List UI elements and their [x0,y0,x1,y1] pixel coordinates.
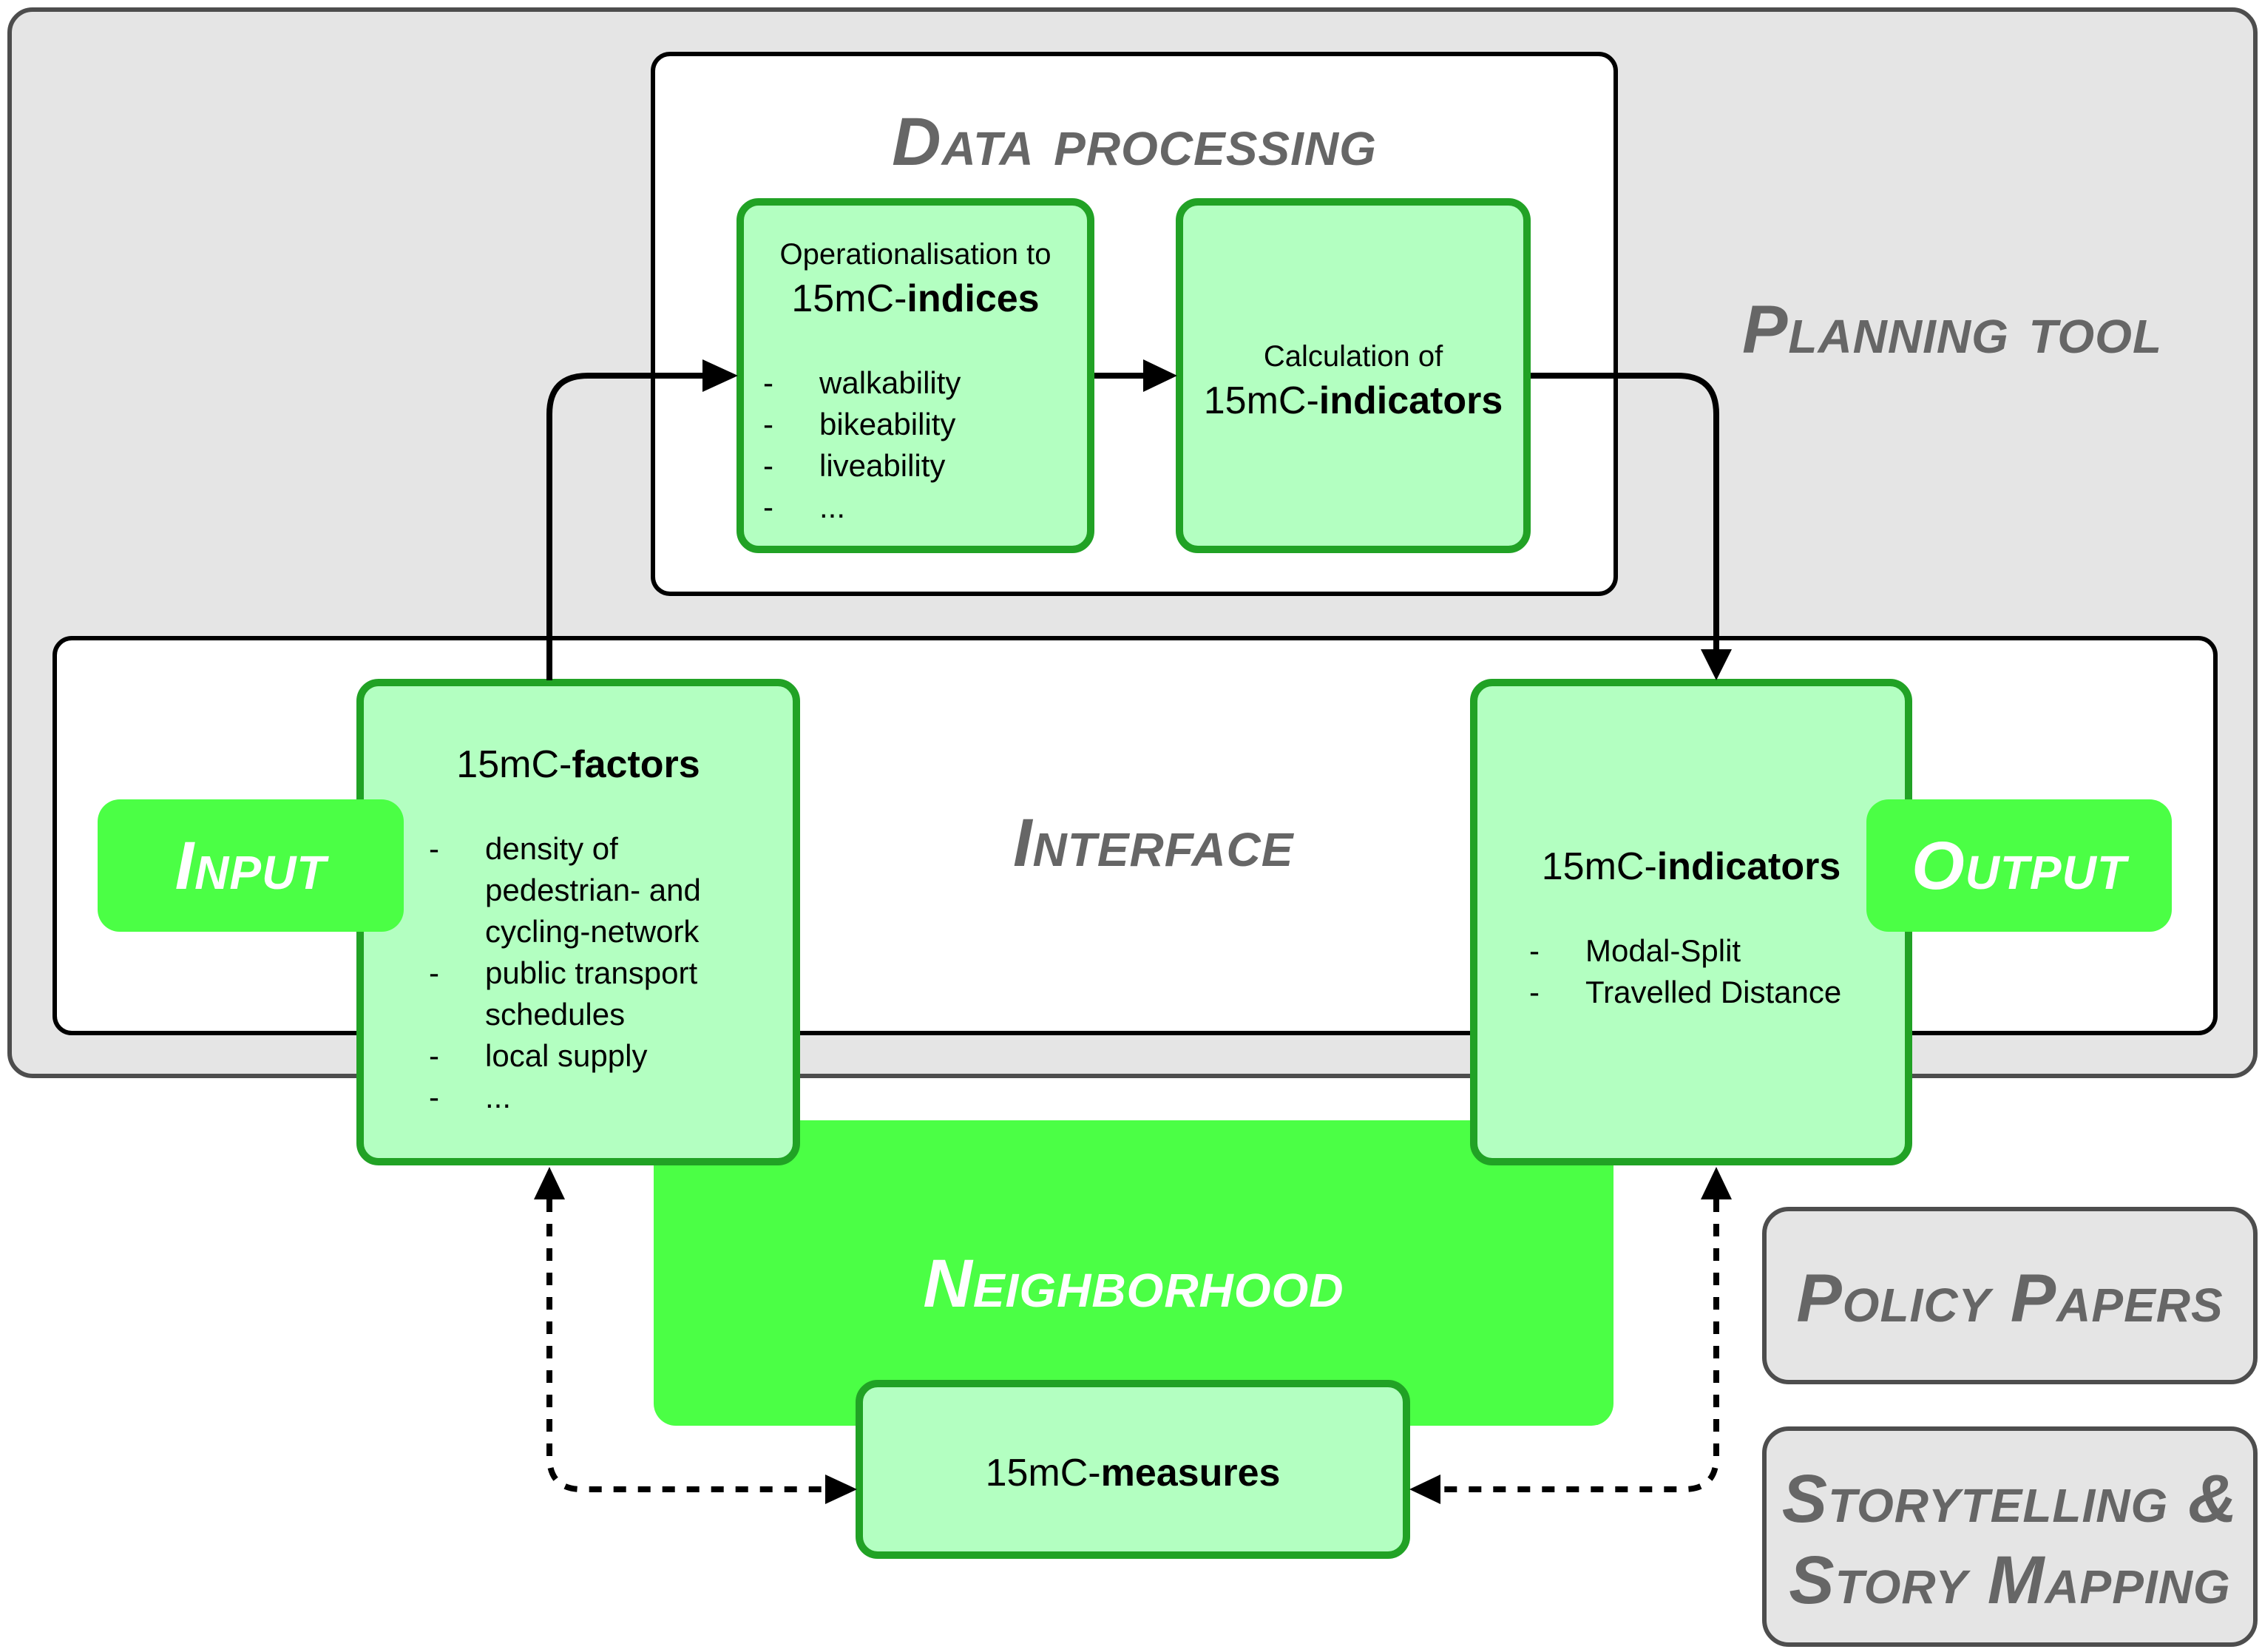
factors-box: 15mC-factors - density of pedestrian- and c… [356,679,800,1165]
factors-list: - density of pedestrian- and cycling-networ… [429,828,701,1118]
list-dash: - [763,448,773,483]
storytelling-label-line2: Story Mapping [1789,1543,2231,1618]
output-label: Output [1911,828,2127,904]
list-dash: - [763,365,773,400]
indicators-list: - Modal-Split - Travelled Distance [1529,930,1841,1013]
list-item: - walkability [763,362,961,404]
storytelling-box: Storytelling & Story Mapping [1762,1426,2258,1647]
list-item: - Travelled Distance [1529,972,1841,1013]
list-item-text: schedules [485,997,626,1032]
calculation-box: Calculation of 15mC-indicators [1176,198,1531,553]
arrowhead-factors-up [534,1167,565,1199]
list-dash: - [1529,975,1540,1009]
list-item-text: walkability [819,365,961,400]
indices-prefix: 15mC- [791,277,907,320]
list-dash: - [763,490,773,524]
storytelling-label-line1: Storytelling & [1781,1461,2238,1537]
list-item-text: ... [485,1080,512,1114]
indicators-box: 15mC-indicators - Modal-Split - Travelled … [1470,679,1912,1165]
list-item: - liveability [763,445,961,487]
calc-indicators-prefix: 15mC- [1203,379,1319,422]
interface-label: Interface [1013,805,1294,881]
list-dash: - [429,955,439,990]
list-item-text: Modal-Split [1585,933,1741,968]
list-item-text: Travelled Distance [1585,975,1842,1009]
list-dash: - [763,407,773,441]
list-item: - local supply [429,1035,701,1077]
arrowhead-measures-left [825,1475,857,1504]
measures-title: 15mC-measures [863,1451,1403,1495]
data-processing-label: Data processing [892,104,1377,180]
list-item-text: cycling-network [485,914,700,949]
list-item-text: bikeability [819,407,956,441]
list-item: - Modal-Split [1529,930,1841,972]
measures-box: 15mC-measures [856,1380,1410,1559]
list-dash: - [429,1038,439,1073]
operationalisation-title: Operationalisation to [779,238,1052,271]
list-item: -... [429,1077,701,1118]
list-item-text: ... [819,490,846,524]
list-item: - public transport schedules [429,952,701,1035]
arrowhead-indicators-up [1701,1167,1732,1199]
list-item-text: local supply [485,1038,648,1073]
list-item-text: density of [485,831,618,866]
list-dash: - [429,1080,439,1114]
list-item-text: liveability [819,448,946,483]
neighborhood-label: Neighborhood [923,1246,1344,1321]
factors-bold: factors [572,743,700,786]
factors-prefix: 15mC- [456,743,572,786]
policy-papers-box: Policy Papers [1762,1207,2258,1384]
output-pill: Output [1866,799,2172,932]
list-dash: - [1529,933,1540,968]
indices-list: - walkability - bikeability - liveability -… [763,362,961,528]
calc-indicators-title: 15mC-indicators [1183,379,1523,423]
input-label: Input [175,828,327,904]
factors-title: 15mC-factors [364,742,793,787]
calculation-title: Calculation of [1263,340,1443,373]
measures-bold: measures [1100,1452,1281,1494]
list-item: - density of pedestrian- and cycling-networ… [429,828,701,952]
calc-indicators-bold: indicators [1318,379,1503,422]
planning-tool-label: Planning tool [1742,292,2163,368]
arrowhead-measures-right [1409,1475,1440,1504]
list-item: - bikeability [763,404,961,445]
input-pill: Input [98,799,404,932]
list-item: -... [763,487,961,528]
measures-prefix: 15mC- [985,1452,1101,1494]
indicators-title: 15mC-indicators [1477,844,1905,889]
list-dash: - [429,831,439,866]
indices-title: 15mC-indices [744,277,1087,321]
policy-papers-label: Policy Papers [1796,1261,2224,1336]
list-item-text: pedestrian- and [485,873,701,907]
indices-bold: indices [907,277,1040,320]
indicators-prefix: 15mC- [1541,845,1657,888]
indicators-bold: indicators [1656,845,1841,888]
operationalisation-box: Operationalisation to 15mC-indices - walk… [736,198,1094,553]
list-item-text: public transport [485,955,698,990]
